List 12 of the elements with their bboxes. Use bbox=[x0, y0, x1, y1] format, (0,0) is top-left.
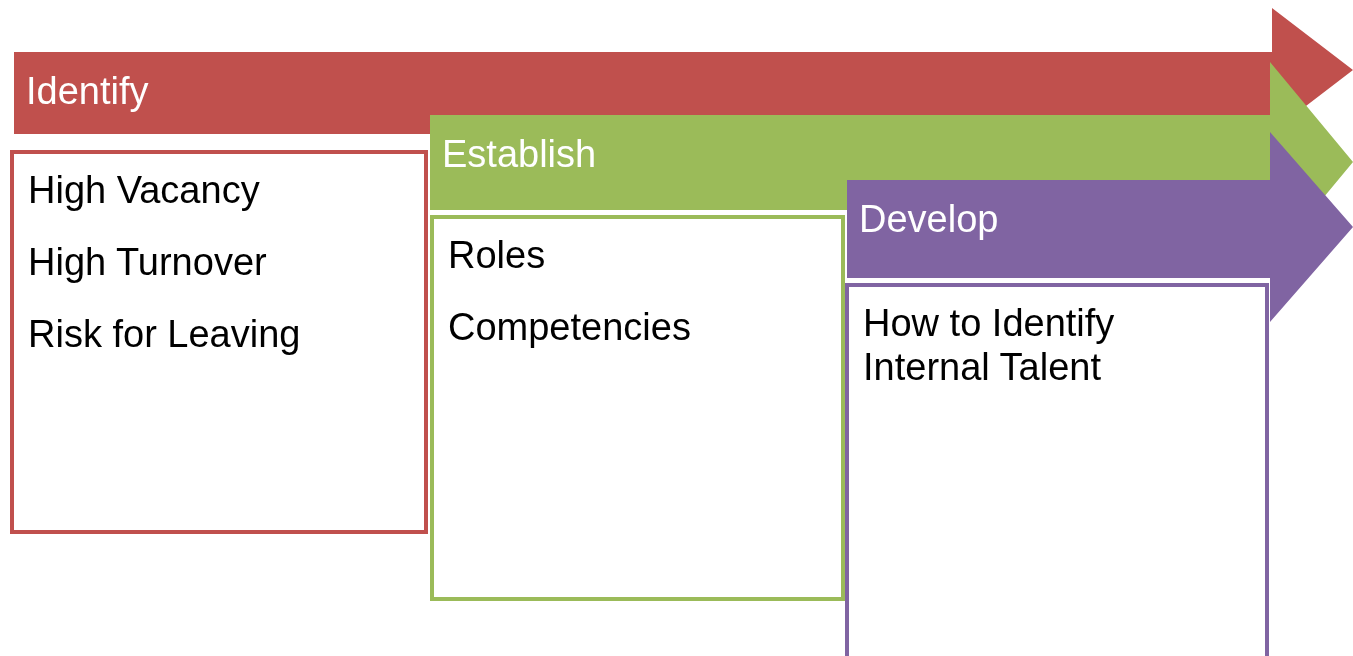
list-item: Roles bbox=[448, 233, 547, 277]
list-item: High Vacancy bbox=[28, 168, 261, 212]
content-panel bbox=[845, 283, 1269, 656]
step-title: Establish bbox=[442, 133, 597, 176]
list-item: High Turnover bbox=[28, 240, 268, 284]
content-panel bbox=[430, 215, 845, 601]
list-item: How to Identify Internal Talent bbox=[863, 301, 1116, 389]
list-item: Risk for Leaving bbox=[28, 312, 302, 356]
list-item: Competencies bbox=[448, 305, 692, 349]
step-title: Identify bbox=[26, 70, 149, 113]
step-title: Develop bbox=[859, 198, 999, 241]
content-panel bbox=[10, 150, 428, 534]
